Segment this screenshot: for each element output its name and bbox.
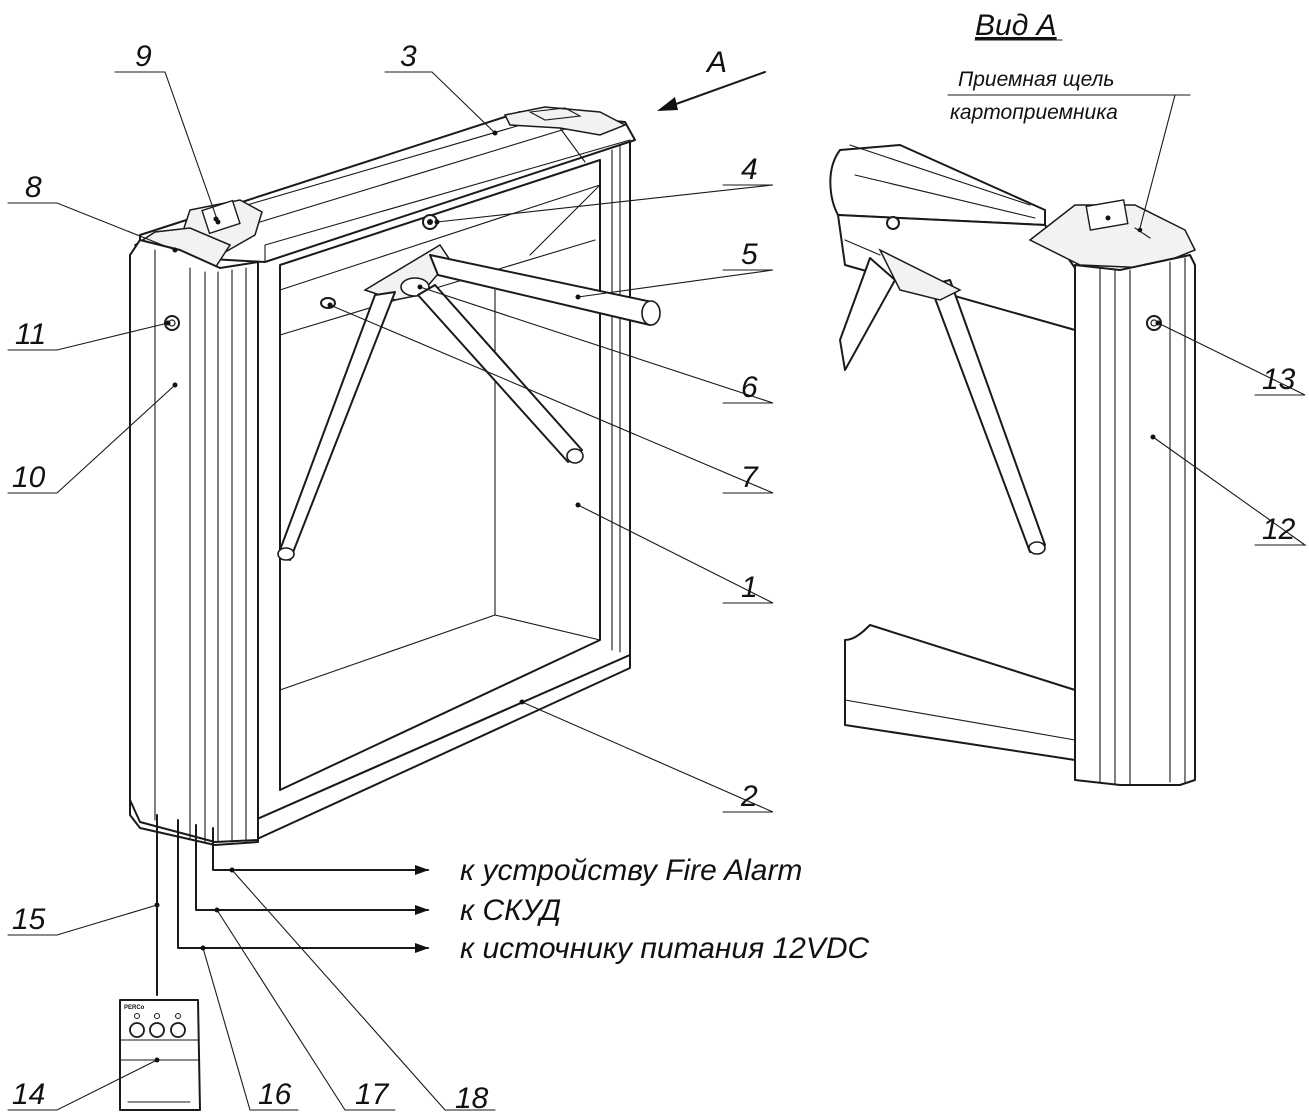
turnstile-view-a bbox=[829, 144, 1197, 786]
view-title: Вид А bbox=[975, 9, 1057, 42]
callout-4: 4 bbox=[741, 153, 758, 186]
slot-note-line1: Приемная щель bbox=[958, 68, 1114, 91]
callout-17: 17 bbox=[355, 1078, 390, 1111]
callout-leaders bbox=[7, 71, 1307, 1111]
remote-button bbox=[170, 1022, 186, 1038]
pedestal bbox=[129, 239, 259, 843]
label-fire-alarm: к устройству Fire Alarm bbox=[460, 854, 802, 887]
barrier-arm bbox=[839, 257, 896, 371]
remote-logo: PERCo bbox=[124, 1005, 145, 1011]
pedestal-right bbox=[1074, 254, 1196, 786]
label-acs: к СКУД bbox=[460, 894, 561, 927]
remote-control-panel: PERCo bbox=[119, 999, 201, 1111]
callout-1: 1 bbox=[741, 571, 758, 604]
callout-7: 7 bbox=[741, 461, 759, 494]
callout-9: 9 bbox=[135, 40, 152, 73]
callout-10: 10 bbox=[12, 461, 46, 494]
callout-3: 3 bbox=[400, 40, 417, 73]
callout-11: 11 bbox=[15, 318, 46, 351]
callout-14: 14 bbox=[12, 1078, 45, 1111]
remote-button bbox=[149, 1022, 165, 1038]
label-power: к источнику питания 12VDC bbox=[460, 932, 870, 965]
callout-16: 16 bbox=[258, 1078, 292, 1111]
card-acceptor-cap bbox=[1028, 204, 1197, 269]
callout-12: 12 bbox=[1262, 513, 1296, 546]
callout-8: 8 bbox=[25, 171, 42, 204]
barrier-arm bbox=[929, 279, 1046, 553]
callout-6: 6 bbox=[741, 371, 758, 404]
view-a-arrow: А bbox=[657, 46, 766, 111]
callout-5: 5 bbox=[741, 238, 758, 271]
callout-18: 18 bbox=[455, 1082, 489, 1115]
remote-button bbox=[129, 1022, 145, 1038]
callout-2: 2 bbox=[740, 780, 758, 813]
callout-13: 13 bbox=[1262, 363, 1296, 396]
barrier-arm bbox=[417, 284, 583, 463]
callout-15: 15 bbox=[12, 903, 46, 936]
slot-note-line2: картоприемника bbox=[950, 101, 1118, 124]
turnstile-main-view bbox=[129, 106, 661, 846]
view-arrow-label: А bbox=[705, 46, 727, 79]
